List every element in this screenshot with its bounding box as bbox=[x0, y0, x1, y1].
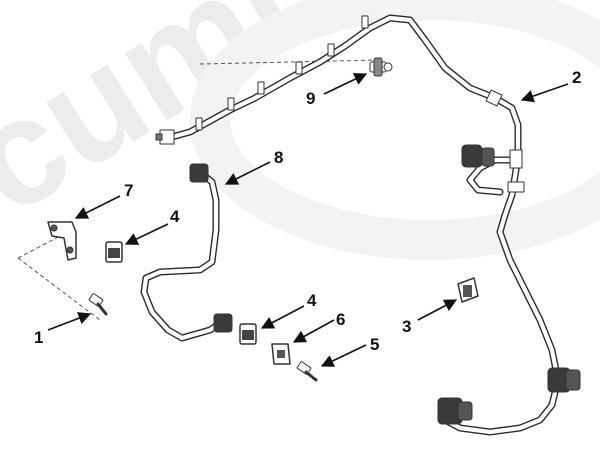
alignment-line-left bbox=[17, 257, 101, 321]
hose-clamp bbox=[457, 277, 479, 303]
capscrew bbox=[88, 293, 108, 316]
injector-stub-6 bbox=[361, 15, 369, 29]
callouts: 1 2 3 4 4 5 6 bbox=[34, 68, 581, 367]
callout-7: 7 bbox=[74, 181, 133, 219]
injector-stub-3 bbox=[257, 81, 265, 95]
isolator-upper bbox=[105, 241, 123, 263]
callout-4-upper: 4 bbox=[124, 207, 180, 245]
callout-6-label: 6 bbox=[336, 310, 345, 329]
clamp-plate bbox=[271, 343, 291, 365]
alignment-lines bbox=[17, 59, 381, 321]
callout-8-leader bbox=[224, 161, 271, 185]
tee-fitting bbox=[509, 149, 523, 169]
drain-line-upper-connector bbox=[189, 163, 209, 183]
callout-4-upper-leader bbox=[124, 223, 169, 245]
callout-1: 1 bbox=[34, 312, 92, 347]
callout-9-label: 9 bbox=[306, 89, 315, 108]
callout-4-lower-leader bbox=[260, 305, 305, 329]
callout-2-label: 2 bbox=[572, 68, 581, 87]
drain-line-lower-connector bbox=[213, 313, 233, 333]
callout-3: 3 bbox=[402, 299, 458, 336]
callout-8: 8 bbox=[224, 148, 283, 185]
watermark-swoosh bbox=[190, 0, 600, 260]
callout-5-label: 5 bbox=[370, 335, 379, 354]
fuel-supply-line bbox=[155, 14, 581, 436]
callout-7-label: 7 bbox=[124, 181, 133, 200]
injector-stubs bbox=[195, 15, 369, 131]
hose-union-fitting bbox=[485, 89, 503, 107]
fuel-drain-line bbox=[140, 163, 233, 342]
banjo-fitting bbox=[369, 57, 393, 77]
isolator-lower bbox=[239, 323, 257, 345]
callout-1-label: 1 bbox=[34, 328, 43, 347]
callout-5: 5 bbox=[320, 335, 379, 367]
rail-end-fitting bbox=[155, 129, 175, 145]
callout-5-leader bbox=[320, 344, 367, 367]
callout-3-label: 3 bbox=[402, 317, 411, 336]
callout-1-leader bbox=[47, 312, 92, 331]
callout-2-leader bbox=[520, 83, 569, 103]
callout-6-leader bbox=[292, 319, 335, 343]
callout-8-label: 8 bbox=[274, 148, 283, 167]
tee-connector-1 bbox=[461, 144, 483, 168]
callout-7-leader bbox=[74, 195, 121, 219]
injector-stub-2 bbox=[227, 97, 235, 111]
injector-stub-4 bbox=[295, 61, 303, 75]
injector-stub-5 bbox=[327, 43, 335, 57]
callout-4-upper-label: 4 bbox=[170, 207, 180, 226]
tee-assembly bbox=[461, 144, 525, 196]
callout-4-lower: 4 bbox=[260, 291, 317, 329]
alignment-line-banjo bbox=[199, 59, 381, 65]
lower-connector-assembly bbox=[437, 367, 581, 425]
callout-6: 6 bbox=[292, 310, 345, 343]
callout-9: 9 bbox=[306, 73, 368, 108]
capscrew-lower bbox=[296, 361, 318, 382]
callout-2: 2 bbox=[520, 68, 581, 103]
injector-stub-1 bbox=[195, 117, 203, 131]
bracket bbox=[47, 221, 77, 261]
callout-3-leader bbox=[417, 299, 458, 321]
callout-4-lower-label: 4 bbox=[307, 291, 317, 310]
callout-9-leader bbox=[323, 73, 368, 95]
alignment-line-top bbox=[17, 235, 61, 259]
